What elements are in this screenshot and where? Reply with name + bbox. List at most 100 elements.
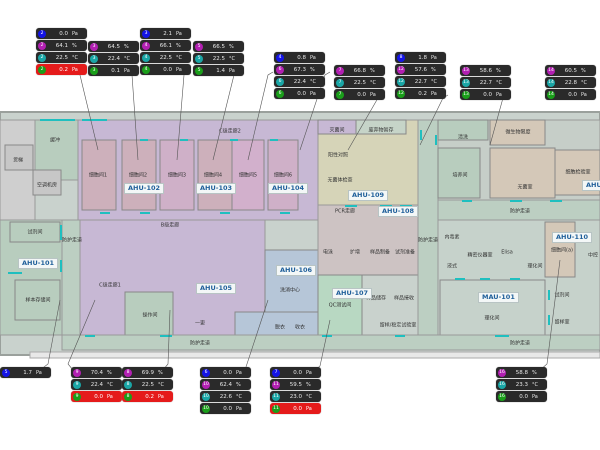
room-cell-a[interactable] (544, 221, 576, 278)
room-operation[interactable] (124, 291, 174, 336)
room-wash-center[interactable] (264, 249, 321, 321)
reading-unit: % (158, 369, 163, 376)
room-dress-1[interactable] (234, 311, 321, 337)
room-cell-1[interactable] (81, 139, 117, 211)
room-sterile[interactable] (489, 147, 556, 199)
ahu-101-tag[interactable]: AHU-101 (18, 258, 59, 269)
ahu-107-tag[interactable]: AHU-107 (332, 288, 373, 299)
room-cell-5[interactable] (231, 139, 265, 211)
room-cell-6[interactable] (267, 139, 299, 211)
room-sample-zone[interactable] (361, 274, 419, 336)
room-elevator[interactable] (4, 144, 34, 171)
ahu-109-tag[interactable]: AHU-109 (348, 190, 389, 201)
ahu-103-tag[interactable]: AHU-103 (196, 183, 237, 194)
label-culture: 培养间 (452, 172, 467, 179)
room-culture[interactable] (437, 147, 481, 199)
room-ac[interactable] (32, 169, 62, 196)
room-chemistry[interactable] (439, 279, 546, 336)
reading-unit: % (532, 369, 537, 376)
room-sample-storage[interactable] (14, 279, 61, 321)
ahu-111-tag[interactable]: AHU-111 (582, 180, 600, 191)
room-microbe[interactable] (489, 119, 546, 146)
ahu-108-tag[interactable]: AHU-108 (378, 206, 419, 217)
ahu-106-tag[interactable]: AHU-106 (276, 265, 317, 276)
ahu-105-tag[interactable]: AHU-105 (196, 283, 237, 294)
ahu-102-tag[interactable]: AHU-102 (124, 183, 165, 194)
ahu-104-tag[interactable]: AHU-104 (268, 183, 309, 194)
room-waste[interactable] (355, 119, 407, 135)
diff-pressure-icon: 4 (142, 65, 150, 74)
room-cell-3[interactable] (159, 139, 195, 211)
room-cell-2[interactable] (121, 139, 157, 211)
ahu-110-tag[interactable]: AHU-110 (552, 232, 593, 243)
room-wash[interactable] (437, 119, 489, 141)
mau-101-tag[interactable]: MAU-101 (478, 292, 519, 303)
reading-value: 22.6 (219, 393, 232, 400)
